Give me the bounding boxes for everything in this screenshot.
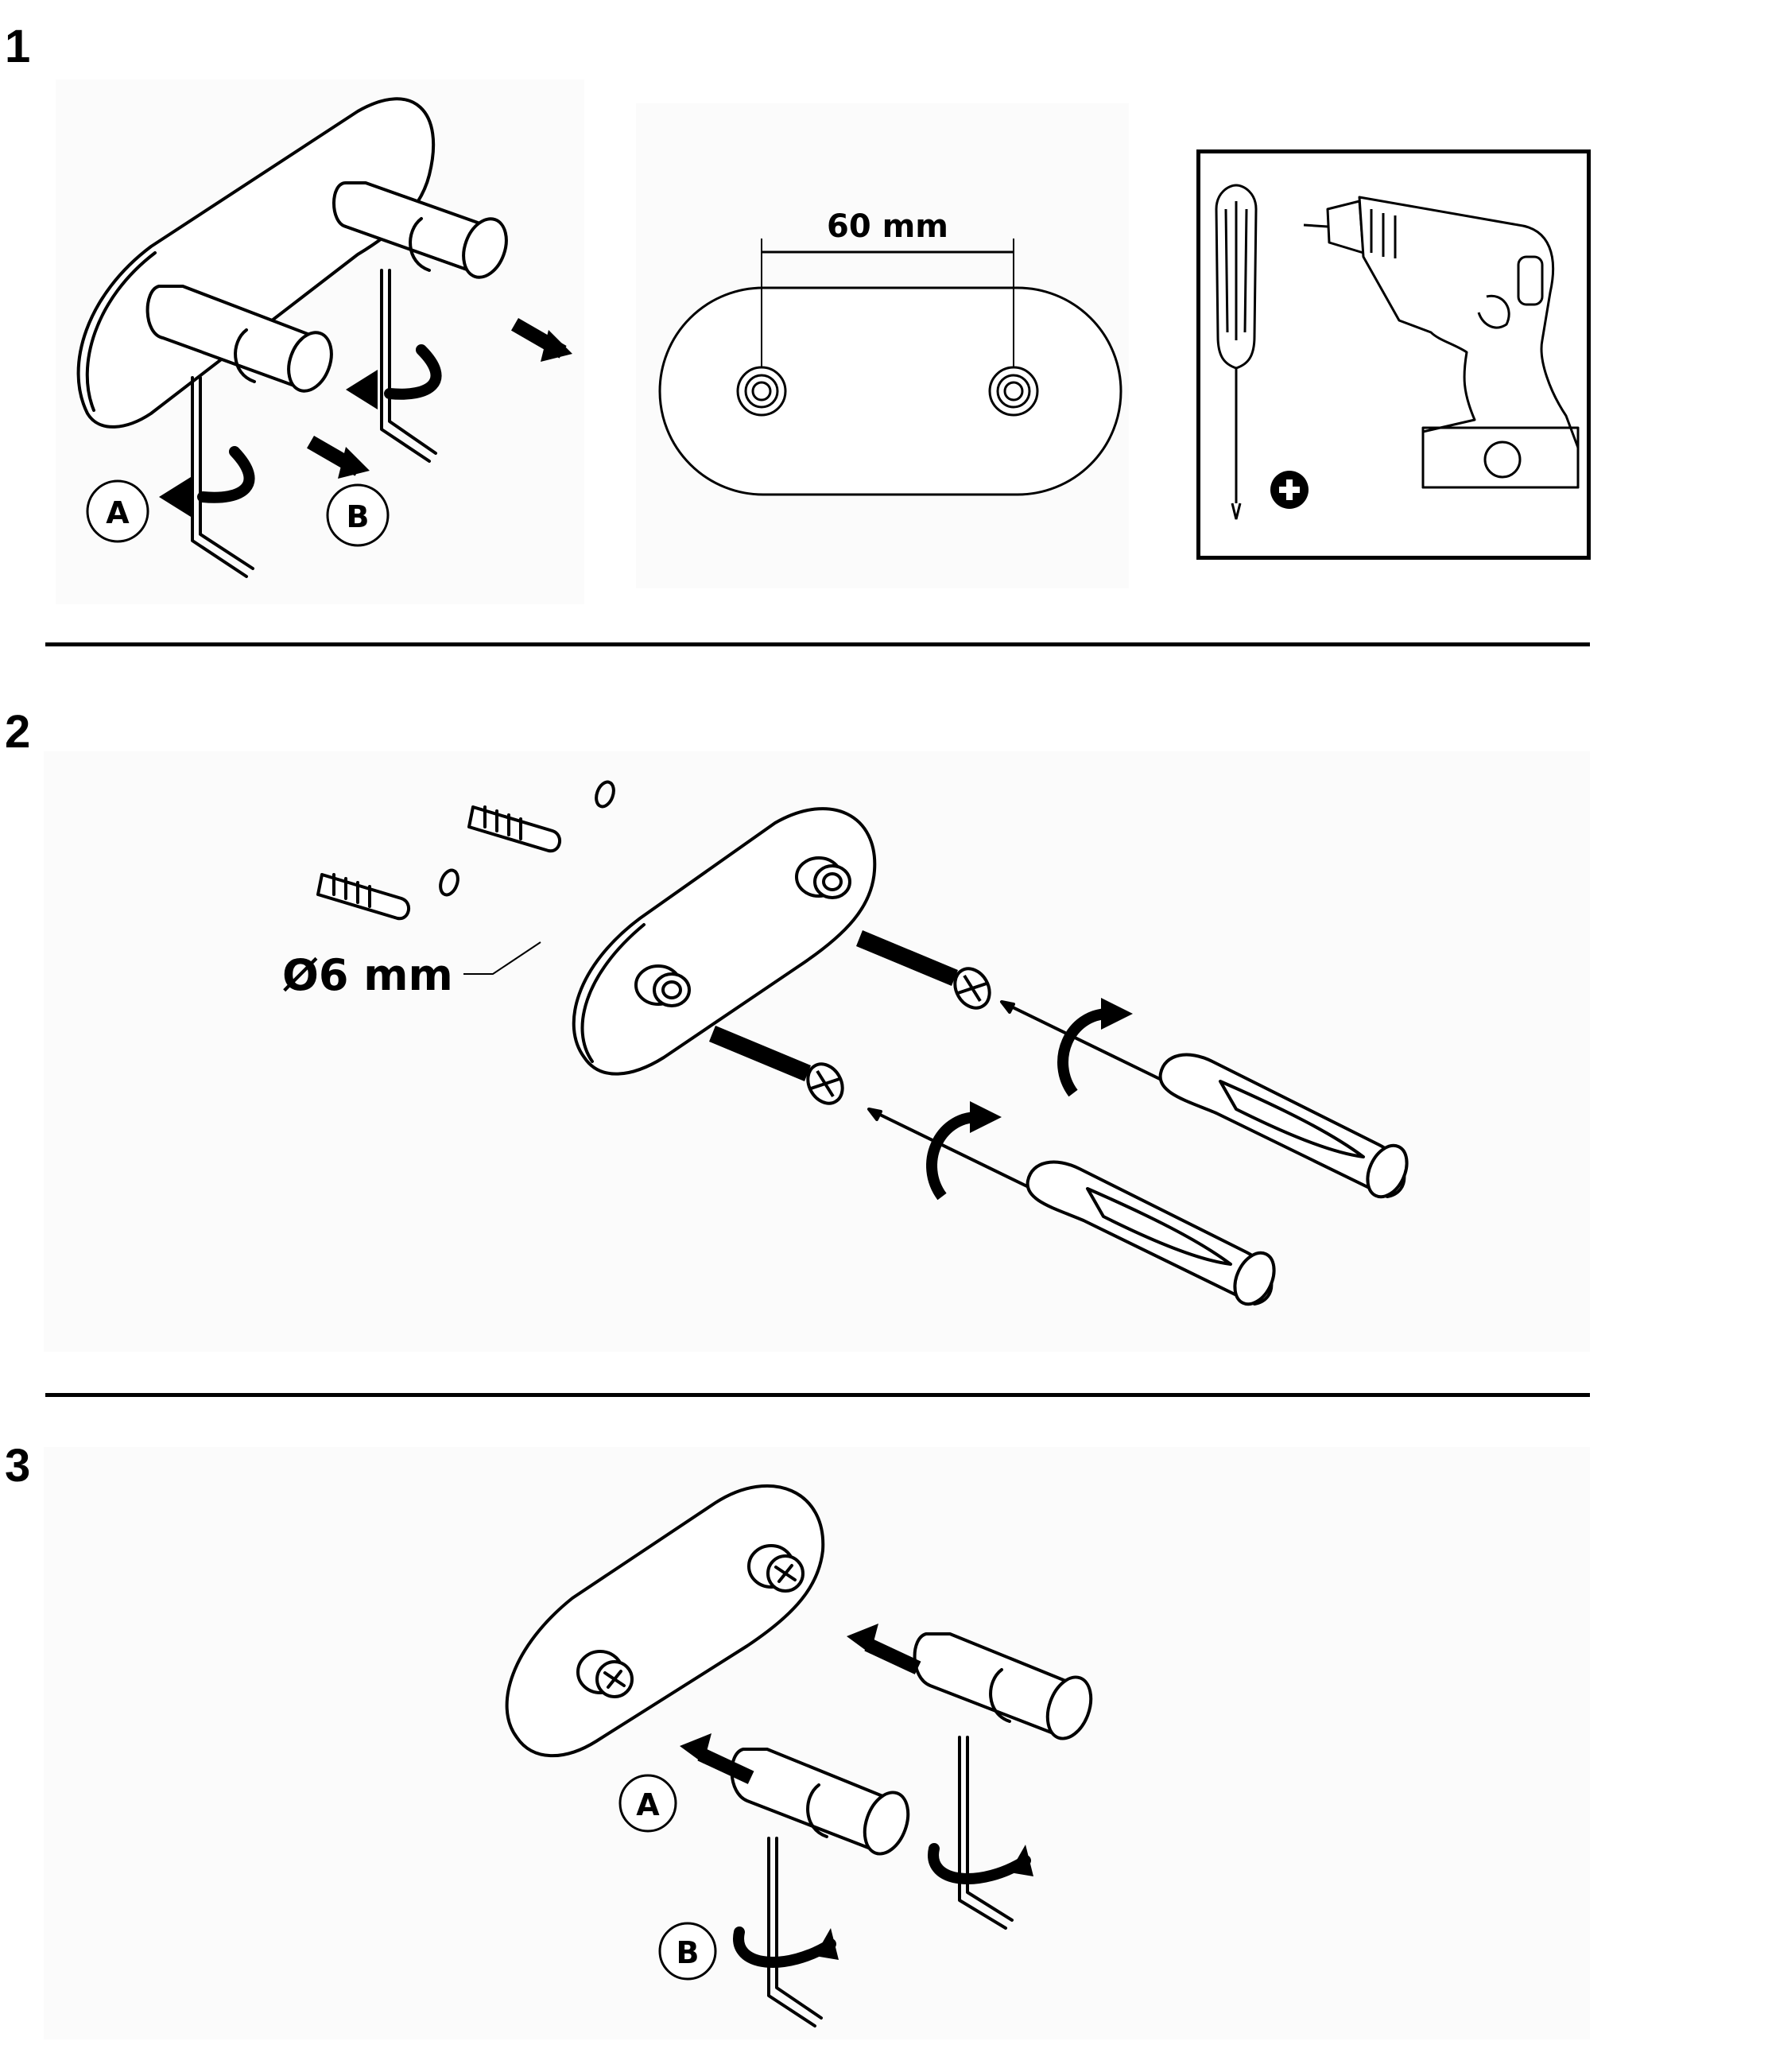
section-divider-2 [45, 1393, 1590, 1397]
screwdriver-icon [867, 1108, 1276, 1306]
hook-reattach-illustration [505, 1484, 1093, 2027]
phillips-plus-icon [1270, 471, 1309, 509]
screw [856, 930, 991, 1010]
step-number-2: 2 [5, 706, 31, 758]
label-b: B [346, 499, 370, 534]
step-number-3: 3 [5, 1440, 31, 1492]
push-arrow-icon [847, 1624, 921, 1674]
step-number-1: 1 [5, 21, 31, 72]
pull-arrow-icon [306, 436, 370, 479]
back-plate [505, 1484, 825, 1758]
plate-dimension-drawing [658, 239, 1122, 496]
push-arrow-icon [680, 1733, 754, 1784]
screwdriver-icon [1215, 184, 1258, 520]
step1-dimension-panel: 60 mm [636, 103, 1129, 588]
tools-required-box [1196, 149, 1591, 560]
drill-size-label: Ø6 mm [282, 950, 453, 1000]
label-a: A [106, 495, 130, 530]
section-divider-1 [45, 642, 1590, 646]
pull-arrow-icon [511, 317, 572, 362]
label-b: B [676, 1935, 700, 1970]
back-plate-outline [658, 286, 1122, 496]
power-drill-icon [1303, 196, 1580, 489]
label-a: A [636, 1787, 660, 1822]
wall-plug [316, 873, 410, 921]
wall-mounting-illustration [316, 780, 1409, 1306]
hook-removal-illustration [76, 97, 572, 578]
dimension-label: 60 mm [827, 208, 948, 245]
step1-hook-removal-panel: A B [56, 80, 584, 604]
step3-reattach-panel: A B [44, 1447, 1590, 2039]
screwdriver-icon [1000, 1000, 1409, 1199]
step2-mounting-panel: Ø6 mm [44, 751, 1590, 1352]
wall-plug [467, 805, 561, 853]
screw [709, 1026, 844, 1105]
